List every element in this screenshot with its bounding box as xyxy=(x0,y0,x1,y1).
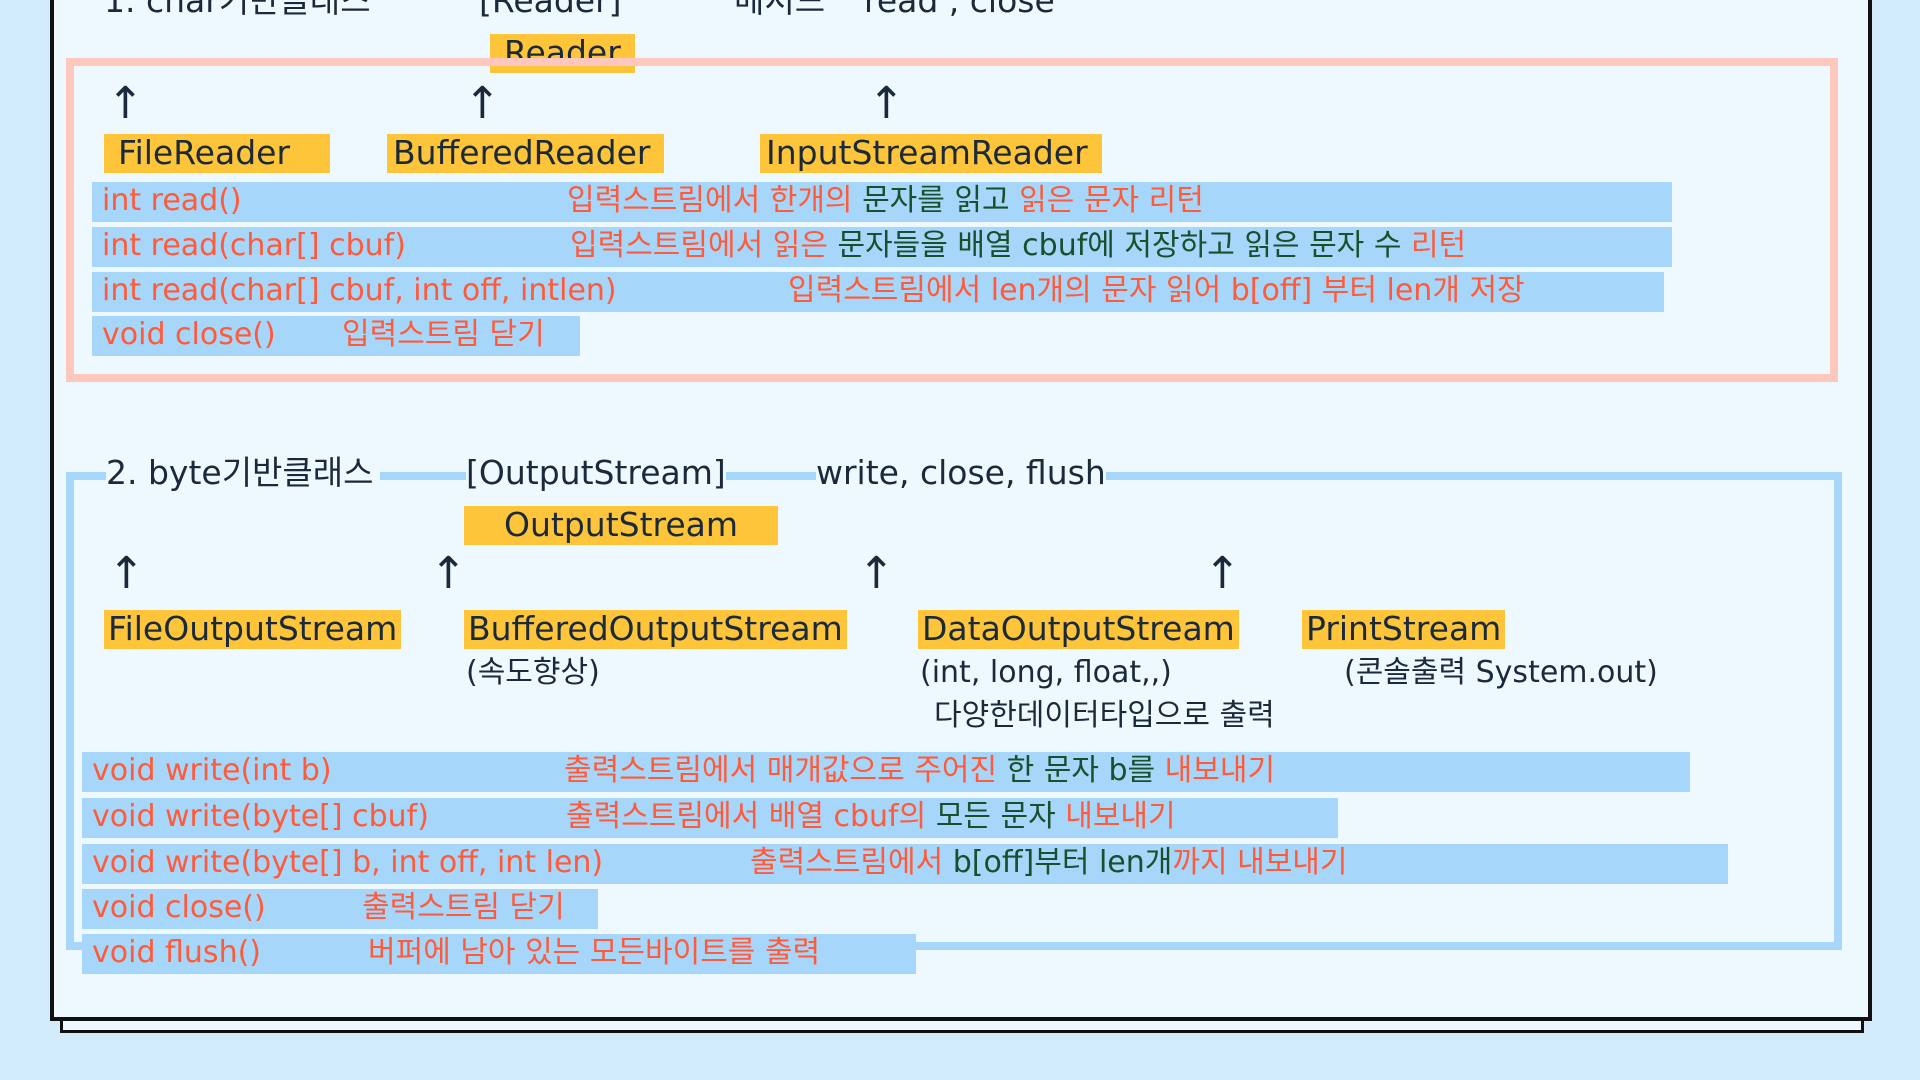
arrow-up-icon: ↑ xyxy=(464,78,501,129)
notebook-page: 1. char기반클래스 [Reader] 메서드 read , close R… xyxy=(50,0,1872,1021)
arrow-up-icon: ↑ xyxy=(430,548,467,599)
arrow-up-icon: ↑ xyxy=(868,78,905,129)
method-signature: void close() xyxy=(92,890,266,925)
method-signature: int read(char[] cbuf) xyxy=(102,228,406,263)
section1-methods: read , close xyxy=(864,0,1055,20)
section2-heading: 2. byte기반클래스 xyxy=(106,456,380,489)
table-row: int read(char[] cbuf, int off, intlen) 입… xyxy=(92,272,1664,312)
fileoutputstream-class: FileOutputStream xyxy=(104,610,402,649)
printstream-class: PrintStream xyxy=(1302,610,1506,649)
table-row: void close() 입력스트림 닫기 xyxy=(92,316,580,356)
method-description: 출력스트림에서 b[off]부터 len개까지 내보내기 xyxy=(750,845,1348,880)
data-note-desc: 다양한데이터타입으로 출력 xyxy=(934,698,1275,733)
method-signature: void flush() xyxy=(92,935,261,970)
arrow-up-icon: ↑ xyxy=(1204,548,1241,599)
method-signature: int read(char[] cbuf, int off, intlen) xyxy=(102,273,617,308)
bufferedreader-class: BufferedReader xyxy=(387,134,665,173)
table-row: int read(char[] cbuf) 입력스트림에서 읽은 문자들을 배열… xyxy=(92,227,1672,267)
filereader-class: FileReader xyxy=(104,134,331,173)
table-row: int read() 입력스트림에서 한개의 문자를 읽고 읽은 문자 리턴 xyxy=(92,182,1672,222)
method-description: 입력스트림 닫기 xyxy=(342,317,545,352)
method-description: 출력스트림 닫기 xyxy=(362,890,565,925)
table-row: void write(byte[] cbuf) 출력스트림에서 배열 cbuf의… xyxy=(82,798,1338,838)
section1-frame xyxy=(66,58,1838,382)
dataoutputstream-class: DataOutputStream xyxy=(918,610,1239,649)
table-row: void write(byte[] b, int off, int len) 출… xyxy=(82,844,1728,884)
method-description: 입력스트림에서 읽은 문자들을 배열 cbuf에 저장하고 읽은 문자 수 리턴 xyxy=(570,228,1467,263)
method-signature: void write(byte[] cbuf) xyxy=(92,799,429,834)
section1-heading: 1. char기반클래스 xyxy=(104,0,371,20)
arrow-up-icon: ↑ xyxy=(858,548,895,599)
arrow-up-icon: ↑ xyxy=(107,78,144,129)
data-note-types: (int, long, float,,) xyxy=(920,655,1172,690)
table-row: void close() 출력스트림 닫기 xyxy=(82,889,598,929)
method-description: 출력스트림에서 매개값으로 주어진 한 문자 b를 내보내기 xyxy=(564,753,1276,788)
bufferedoutputstream-class: BufferedOutputStream xyxy=(464,610,847,649)
buffered-note: (속도향상) xyxy=(466,655,600,690)
table-row: void write(int b) 출력스트림에서 매개값으로 주어진 한 문자… xyxy=(82,752,1690,792)
arrow-up-icon: ↑ xyxy=(108,548,145,599)
method-description: 버퍼에 남아 있는 모든바이트를 출력 xyxy=(368,935,821,970)
print-note: (콘솔출력 System.out) xyxy=(1344,655,1658,690)
method-description: 출력스트림에서 배열 cbuf의 모든 문자 내보내기 xyxy=(566,799,1176,834)
outputstream-base-class: OutputStream xyxy=(464,506,779,545)
inputstreamreader-class: InputStreamReader xyxy=(760,134,1102,173)
method-signature: int read() xyxy=(102,183,242,218)
method-signature: void close() xyxy=(102,317,276,352)
table-row: void flush() 버퍼에 남아 있는 모든바이트를 출력 xyxy=(82,934,916,974)
method-description: 입력스트림에서 한개의 문자를 읽고 읽은 문자 리턴 xyxy=(567,183,1204,218)
section2-bracket: [OutputStream] xyxy=(466,453,726,492)
section1-bracket: [Reader] xyxy=(479,0,622,20)
section1-methods-label: 메서드 xyxy=(734,0,826,20)
method-signature: void write(int b) xyxy=(92,753,332,788)
method-signature: void write(byte[] b, int off, int len) xyxy=(92,845,604,880)
method-description: 입력스트림에서 len개의 문자 읽어 b[off] 부터 len개 저장 xyxy=(788,273,1525,308)
section2-methods: write, close, flush xyxy=(816,453,1106,492)
